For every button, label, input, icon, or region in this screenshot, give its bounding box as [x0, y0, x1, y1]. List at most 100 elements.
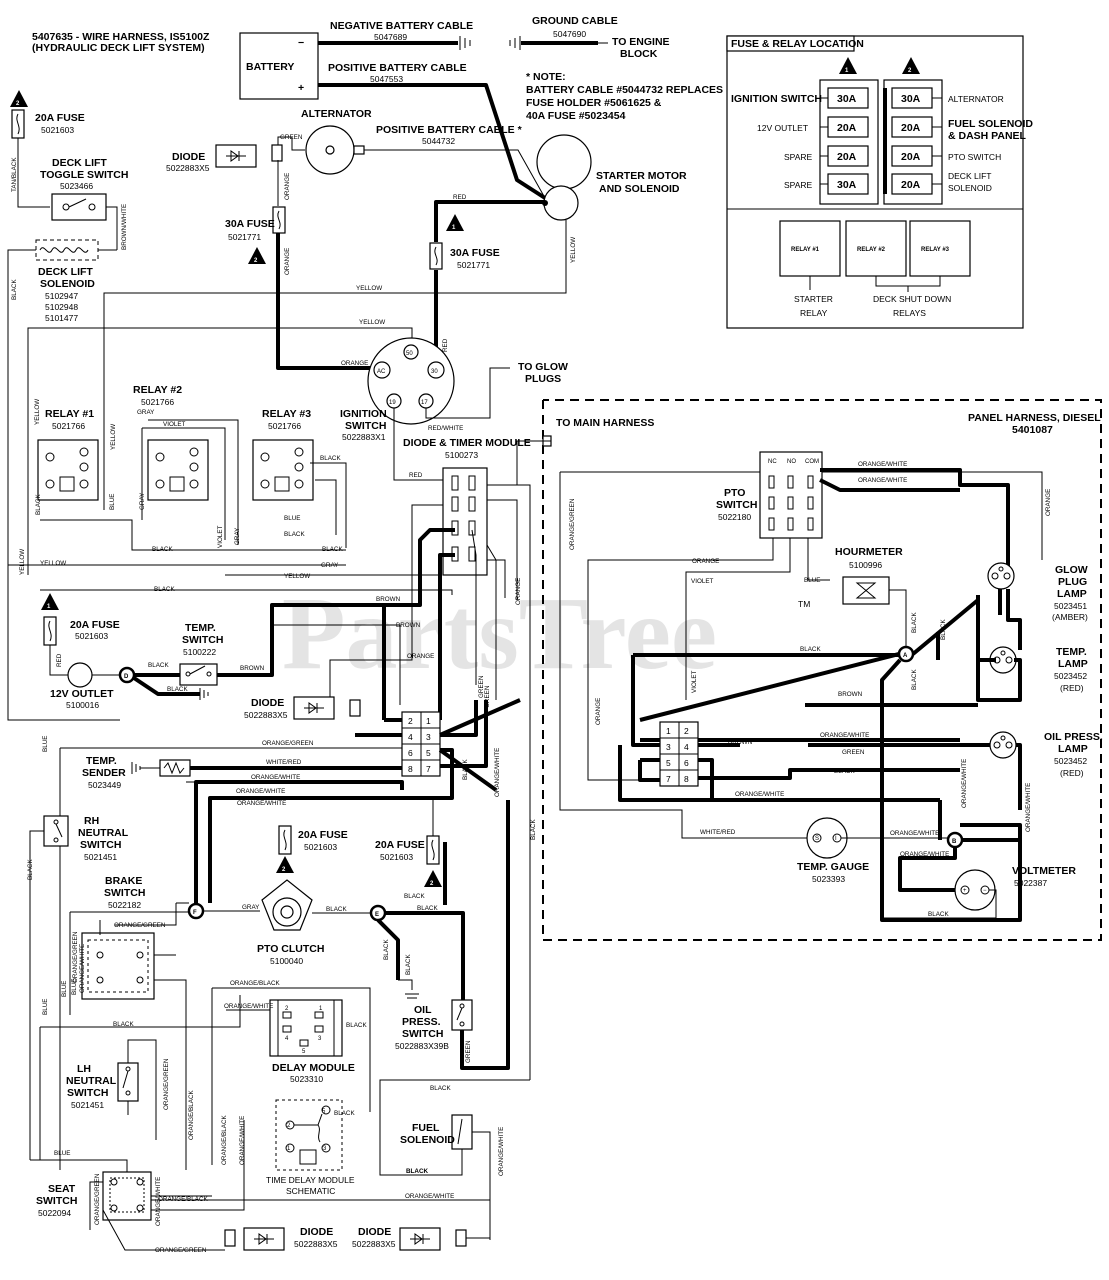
relay-2: RELAY #2 5021766 [133, 384, 209, 501]
svg-text:YELLOW: YELLOW [359, 319, 385, 326]
svg-text:50: 50 [406, 351, 413, 357]
svg-text:BLACK: BLACK [928, 911, 949, 918]
fuel-solenoid: FUEL SOLENOID [400, 1114, 473, 1150]
svg-text:YELLOW: YELLOW [284, 573, 310, 580]
svg-text:BLUE: BLUE [42, 736, 49, 752]
diagram-title: 5407635 - WIRE HARNESS, IS5100Z [32, 31, 210, 43]
svg-text:FUSE HOLDER #5061625 &: FUSE HOLDER #5061625 & [526, 97, 662, 109]
svg-text:RELAY #1: RELAY #1 [791, 247, 820, 253]
svg-text:BLACK: BLACK [334, 1110, 355, 1117]
svg-text:STARTER: STARTER [794, 294, 833, 304]
svg-text:2: 2 [254, 258, 258, 264]
starter-motor: STARTER MOTOR AND SOLENOID [536, 134, 687, 221]
positive-cable-part: 5047553 [370, 74, 403, 84]
panel-connector: 1 2 3 4 5 6 7 8 [659, 721, 699, 787]
svg-text:BLUE: BLUE [109, 494, 116, 510]
node-d: D [118, 666, 136, 684]
negative-cable-label: NEGATIVE BATTERY CABLE [330, 20, 473, 32]
svg-text:VOLTMETER: VOLTMETER [1012, 865, 1076, 877]
relay-1: RELAY #1 5021766 [37, 408, 99, 501]
svg-text:BLACK: BLACK [326, 906, 347, 913]
hourmeter: HOURMETER 5100996 [835, 546, 903, 605]
svg-text:ORANGE/WHITE: ORANGE/WHITE [900, 851, 949, 858]
svg-text:BROWN: BROWN [838, 691, 863, 698]
oil-press-switch: OIL PRESS. SWITCH 5022883X39B [395, 999, 473, 1051]
engine-block-label: TO ENGINE [612, 36, 670, 48]
svg-text:5021603: 5021603 [304, 842, 337, 852]
svg-text:SWITCH: SWITCH [345, 420, 386, 432]
svg-text:5022094: 5022094 [38, 1208, 71, 1218]
battery: BATTERY − + [239, 32, 319, 100]
svg-text:BLACK: BLACK [11, 279, 18, 300]
svg-text:5044732: 5044732 [422, 136, 455, 146]
svg-text:BLACK: BLACK [800, 646, 821, 653]
svg-text:−: − [983, 888, 987, 894]
note: * NOTE: BATTERY CABLE #5044732 REPLACES … [526, 71, 723, 122]
svg-text:2: 2 [430, 881, 434, 887]
negative-cable-part: 5047689 [374, 32, 407, 42]
svg-text:S: S [815, 836, 819, 842]
svg-text:ORANGE: ORANGE [407, 653, 434, 660]
svg-text:TAN/BLACK: TAN/BLACK [11, 157, 18, 192]
svg-text:ORANGE/WHITE: ORANGE/WHITE [405, 1193, 454, 1200]
svg-text:ORANGE/BLACK: ORANGE/BLACK [158, 1196, 208, 1203]
svg-text:30A FUSE: 30A FUSE [450, 247, 500, 259]
svg-text:3: 3 [318, 1036, 322, 1042]
svg-text:PTO SWITCH: PTO SWITCH [948, 152, 1001, 162]
fuse30-mid: 1 30A FUSE 5021771 [429, 214, 500, 270]
svg-text:DECK LIFT: DECK LIFT [38, 266, 93, 278]
svg-text:SEAT: SEAT [48, 1183, 76, 1195]
svg-text:+: + [963, 888, 967, 894]
fuse20-a: 2 20A FUSE 5021603 [276, 825, 348, 873]
svg-text:20A FUSE: 20A FUSE [375, 839, 425, 851]
svg-text:30A: 30A [837, 179, 857, 191]
positive-cable: POSITIVE BATTERY CABLE 5047553 [318, 62, 547, 200]
svg-text:1: 1 [287, 1146, 291, 1152]
svg-text:ORANGE/WHITE: ORANGE/WHITE [858, 461, 907, 468]
svg-text:5022883X5: 5022883X5 [352, 1239, 396, 1249]
svg-text:IGNITION: IGNITION [340, 408, 387, 420]
fuse20-b: 2 20A FUSE 5021603 [375, 835, 442, 887]
svg-text:HOURMETER: HOURMETER [835, 546, 903, 558]
svg-text:YELLOW: YELLOW [40, 560, 66, 567]
svg-text:5: 5 [426, 748, 431, 758]
voltmeter: + − VOLTMETER 5022387 [954, 865, 1076, 911]
svg-text:5: 5 [302, 1049, 306, 1055]
svg-text:5100016: 5100016 [66, 700, 99, 710]
svg-text:GRAY: GRAY [321, 562, 339, 569]
svg-text:SWITCH: SWITCH [80, 839, 121, 851]
svg-text:GREEN: GREEN [478, 675, 485, 698]
svg-text:5022883X5: 5022883X5 [244, 710, 288, 720]
svg-text:RED/WHITE: RED/WHITE [428, 425, 463, 432]
svg-text:TEMP.: TEMP. [1056, 646, 1087, 658]
svg-text:5100996: 5100996 [849, 560, 882, 570]
svg-text:5021766: 5021766 [141, 397, 174, 407]
svg-text:BLUE: BLUE [284, 515, 300, 522]
svg-text:RH: RH [84, 815, 99, 827]
svg-text:A: A [903, 653, 908, 659]
temp-sender: TEMP. SENDER 5023449 [82, 755, 191, 790]
svg-text:BLACK: BLACK [404, 893, 425, 900]
svg-text:ALTERNATOR: ALTERNATOR [301, 108, 372, 120]
deck-lift-solenoid: DECK LIFT SOLENOID 5102947 5102948 51014… [35, 239, 117, 323]
svg-text:SOLENOID: SOLENOID [400, 1134, 455, 1146]
svg-text:BLACK: BLACK [27, 859, 34, 880]
svg-text:BLACK: BLACK [322, 546, 343, 553]
svg-text:5102948: 5102948 [45, 302, 78, 312]
svg-text:TEMP.: TEMP. [185, 622, 216, 634]
svg-text:SOLENOID: SOLENOID [948, 183, 992, 193]
battery-label: BATTERY [246, 61, 294, 73]
svg-text:5022883X1: 5022883X1 [342, 432, 386, 442]
svg-text:BLACK: BLACK [406, 1168, 428, 1175]
svg-text:NEUTRAL: NEUTRAL [66, 1075, 117, 1087]
svg-text:1: 1 [452, 225, 456, 231]
svg-text:SENDER: SENDER [82, 767, 126, 779]
svg-text:5100273: 5100273 [445, 450, 478, 460]
svg-text:20A: 20A [837, 122, 857, 134]
diode-bottom-1: DIODE 5022883X5 [224, 1226, 338, 1251]
ground-cable: GROUND CABLE 5047690 TO ENGINE BLOCK [509, 15, 670, 60]
svg-text:BLACK: BLACK [320, 455, 341, 462]
svg-text:5022883X39B: 5022883X39B [395, 1041, 449, 1051]
svg-text:ORANGE: ORANGE [515, 578, 522, 605]
svg-text:BLUE: BLUE [54, 1150, 70, 1157]
